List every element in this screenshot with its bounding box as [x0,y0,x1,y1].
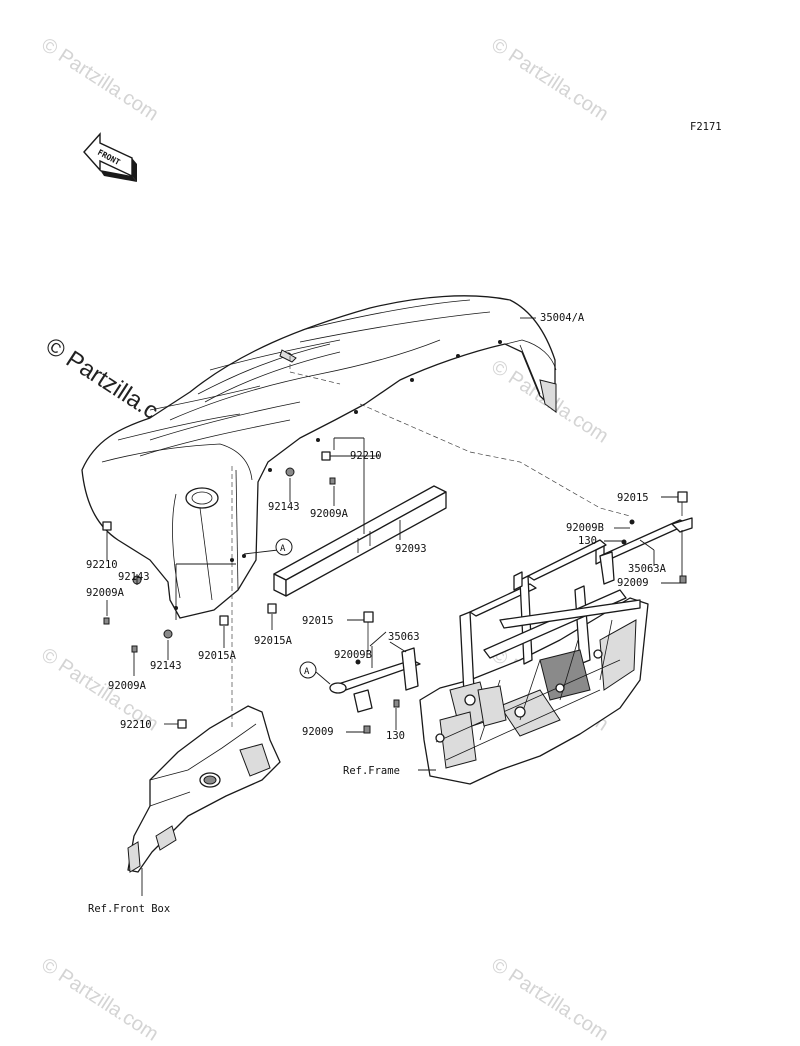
leaders [106,317,683,896]
carrier-cover [81,295,557,619]
callout-92009a-top: 92009A [310,508,349,520]
callout-130-right: 130 [578,535,597,547]
callout-92009b-mid: 92009B [334,649,372,661]
callout-35063a: 35063A [628,563,667,575]
marker-a-label: A [304,667,310,677]
watermark: © Partzilla.com [487,954,612,1046]
watermark: © Partzilla.com [37,34,162,126]
frame [419,539,649,785]
marker-a-cover: A [275,538,293,556]
callout-92143-mid: 92143 [150,660,182,672]
callout-92143-left: 92143 [118,571,150,583]
callout-92210-top: 92210 [350,450,382,462]
callout-92015a-left: 92015A [254,635,293,647]
figure-code: F2171 [690,121,722,133]
watermark: © Partzilla.com [37,954,162,1046]
front-arrow-icon: FRONT [83,132,137,182]
ref-frame-label: Ref.Frame [343,765,400,777]
callout-92143-top: 92143 [268,501,300,513]
callout-92009a-low: 92009A [108,680,147,692]
callout-35063: 35063 [388,631,420,643]
watermark: © Partzilla.com [487,34,612,126]
callout-92210-low: 92210 [120,719,152,731]
callout-92009b-right: 92009B [566,522,604,534]
callout-92009-mid: 92009 [302,726,334,738]
callout-92009-right: 92009 [617,577,649,589]
callout-35004a: 35004/A [540,312,585,324]
callout-92015a-mid: 92015A [198,650,237,662]
front-box [127,705,281,873]
foam-strip [273,485,447,597]
callout-92015-mid: 92015 [302,615,334,627]
callout-92009a-left: 92009A [86,587,125,599]
callout-92093: 92093 [395,543,427,555]
callout-92015-right: 92015 [617,492,649,504]
callout-92210-left: 92210 [86,559,118,571]
callouts: 35004/A 92210 92143 92009A 92093 92210 9… [86,312,667,915]
bracket-35063 [329,611,421,734]
marker-a-label: A [280,544,286,554]
callout-130-mid: 130 [386,730,405,742]
bracket-35063a [599,491,693,585]
marker-a-bracket: A [299,661,317,679]
ref-front-box-label: Ref.Front Box [88,903,170,915]
